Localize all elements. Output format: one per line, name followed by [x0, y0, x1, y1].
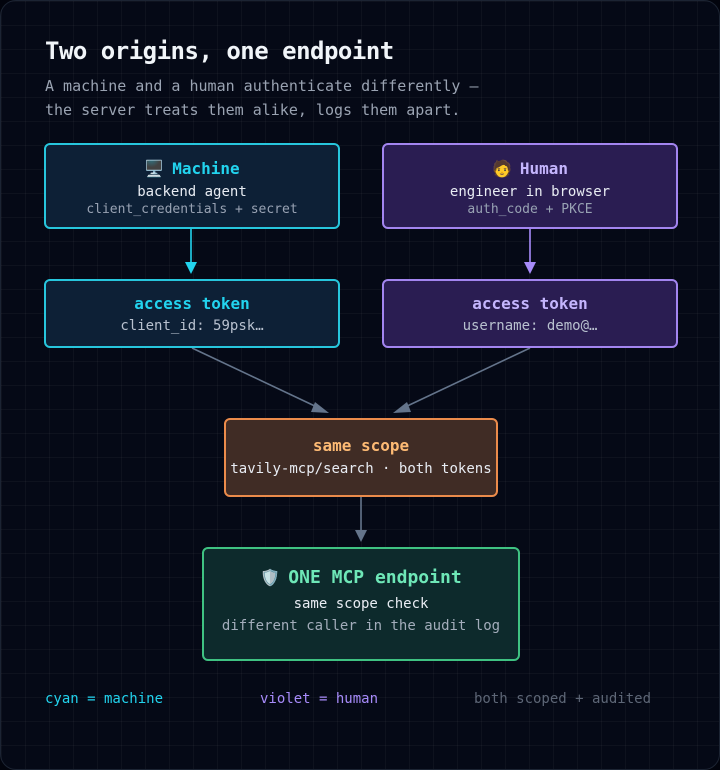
human-heading: 🧑 Human: [384, 159, 676, 178]
machine-token-label: access token: [134, 294, 250, 313]
shield-icon: 🛡️: [260, 568, 281, 587]
scope-detail: tavily-mcp/search · both tokens: [230, 461, 492, 477]
machine-origin-box: 🖥️ Machine backend agent client_credentia…: [44, 143, 340, 229]
machine-grant: client_credentials + secret: [86, 202, 298, 217]
legend-machine: cyan = machine: [45, 691, 164, 707]
machine-token-box: access token client_id: 59psk…: [44, 279, 340, 348]
human-token-detail: username: demo@…: [462, 318, 598, 334]
human-label: Human: [519, 159, 569, 178]
subtitle-line-1: A machine and a human authenticate diffe…: [45, 77, 479, 95]
endpoint-heading: 🛡️ ONE MCP endpoint: [204, 567, 518, 588]
machine-token-detail: client_id: 59psk…: [120, 318, 264, 334]
arrowhead-human-to-token: [524, 262, 536, 274]
desktop-computer-icon: 🖥️: [144, 159, 165, 178]
machine-role: backend agent: [137, 184, 247, 200]
human-origin-box: 🧑 Human engineer in browser auth_code + P…: [382, 143, 678, 229]
arrowhead-scope-to-endpoint: [355, 530, 367, 542]
endpoint-scope-check: same scope check: [293, 596, 429, 612]
human-token-label: access token: [472, 294, 588, 313]
human-token-box: access token username: demo@…: [382, 279, 678, 348]
human-grant: auth_code + PKCE: [467, 202, 593, 217]
arrow-machine-token-to-scope: [191, 347, 320, 409]
person-icon: 🧑: [491, 159, 512, 178]
endpoint-audit-note: different caller in the audit log: [221, 618, 501, 634]
endpoint-label: ONE MCP endpoint: [288, 567, 462, 588]
arrowhead-machine-token-to-scope: [311, 402, 329, 413]
arrowhead-human-token-to-scope: [393, 402, 411, 413]
legend-note: both scoped + audited: [474, 691, 652, 707]
page-subtitle: A machine and a human authenticate diffe…: [45, 74, 478, 122]
machine-label: Machine: [172, 159, 240, 178]
mcp-endpoint-box: 🛡️ ONE MCP endpoint same scope check diff…: [202, 547, 520, 661]
machine-heading: 🖥️ Machine: [46, 159, 338, 178]
human-role: engineer in browser: [449, 184, 611, 200]
shared-scope-box: same scope tavily-mcp/search · both toke…: [224, 418, 498, 497]
legend-human: violet = human: [260, 691, 379, 707]
scope-label: same scope: [312, 436, 410, 455]
page-title: Two origins, one endpoint: [45, 37, 394, 65]
arrow-human-token-to-scope: [402, 347, 531, 409]
subtitle-line-2: the server treats them alike, logs them …: [45, 101, 461, 119]
arrowhead-machine-to-token: [185, 262, 197, 274]
